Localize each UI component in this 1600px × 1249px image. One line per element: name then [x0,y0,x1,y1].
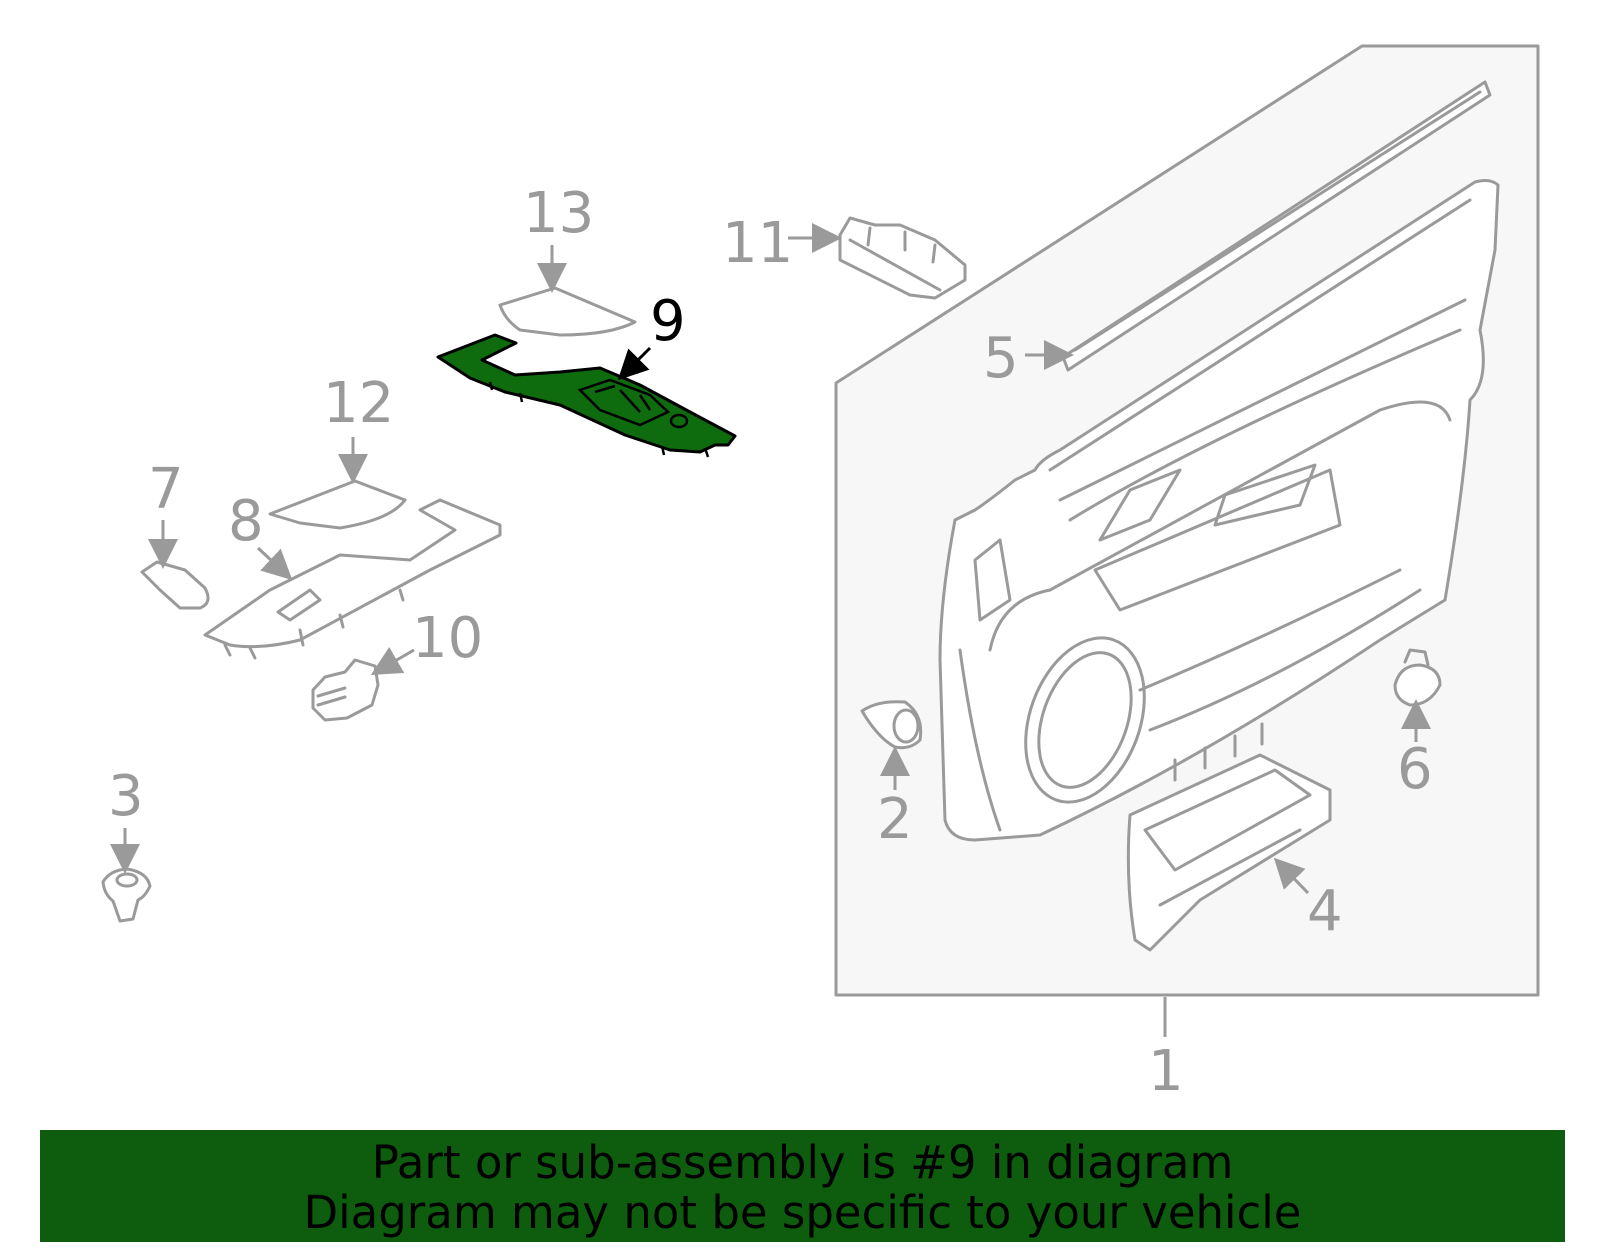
callout-3: 3 [108,764,144,829]
part-12-cover [268,479,407,530]
callout-6: 6 [1397,737,1433,802]
callout-5: 5 [983,326,1019,391]
part-9-switch-panel-highlighted [436,333,737,458]
part-3-clip [101,867,152,923]
part-8-switch-panel [203,498,502,660]
part-10-switch [311,658,380,722]
leader-4 [1273,857,1310,895]
callout-1: 1 [1148,1039,1184,1104]
part-4-pocket [1126,722,1332,952]
leader-8 [256,546,293,581]
banner-line-1: Part or sub-assembly is #9 in diagram [371,1136,1234,1189]
leader-9 [617,346,652,381]
part-13-cover [498,286,637,337]
banner-line-2: Diagram may not be specific to your vehi… [303,1186,1302,1239]
callout-9: 9 [650,289,686,354]
callout-8: 8 [228,489,264,554]
info-banner: Part or sub-assembly is #9 in diagram Di… [40,1130,1565,1242]
callout-11: 11 [722,211,793,276]
leader-lines [110,223,1431,1037]
part-7-bracket [140,560,210,610]
leader-10 [370,646,415,676]
part-1-door-panel-assembly [834,44,1540,997]
part-2-clip [860,700,923,750]
part-11-switch [838,216,967,300]
callout-7: 7 [148,457,184,522]
part-9-body [436,333,737,454]
callout-labels: 1 2 3 4 5 6 7 8 9 10 11 12 13 [108,181,1433,1104]
callout-10: 10 [412,606,483,671]
callout-12: 12 [323,371,394,436]
callout-2: 2 [877,787,913,852]
callout-4: 4 [1307,879,1343,944]
callout-13: 13 [523,181,594,246]
